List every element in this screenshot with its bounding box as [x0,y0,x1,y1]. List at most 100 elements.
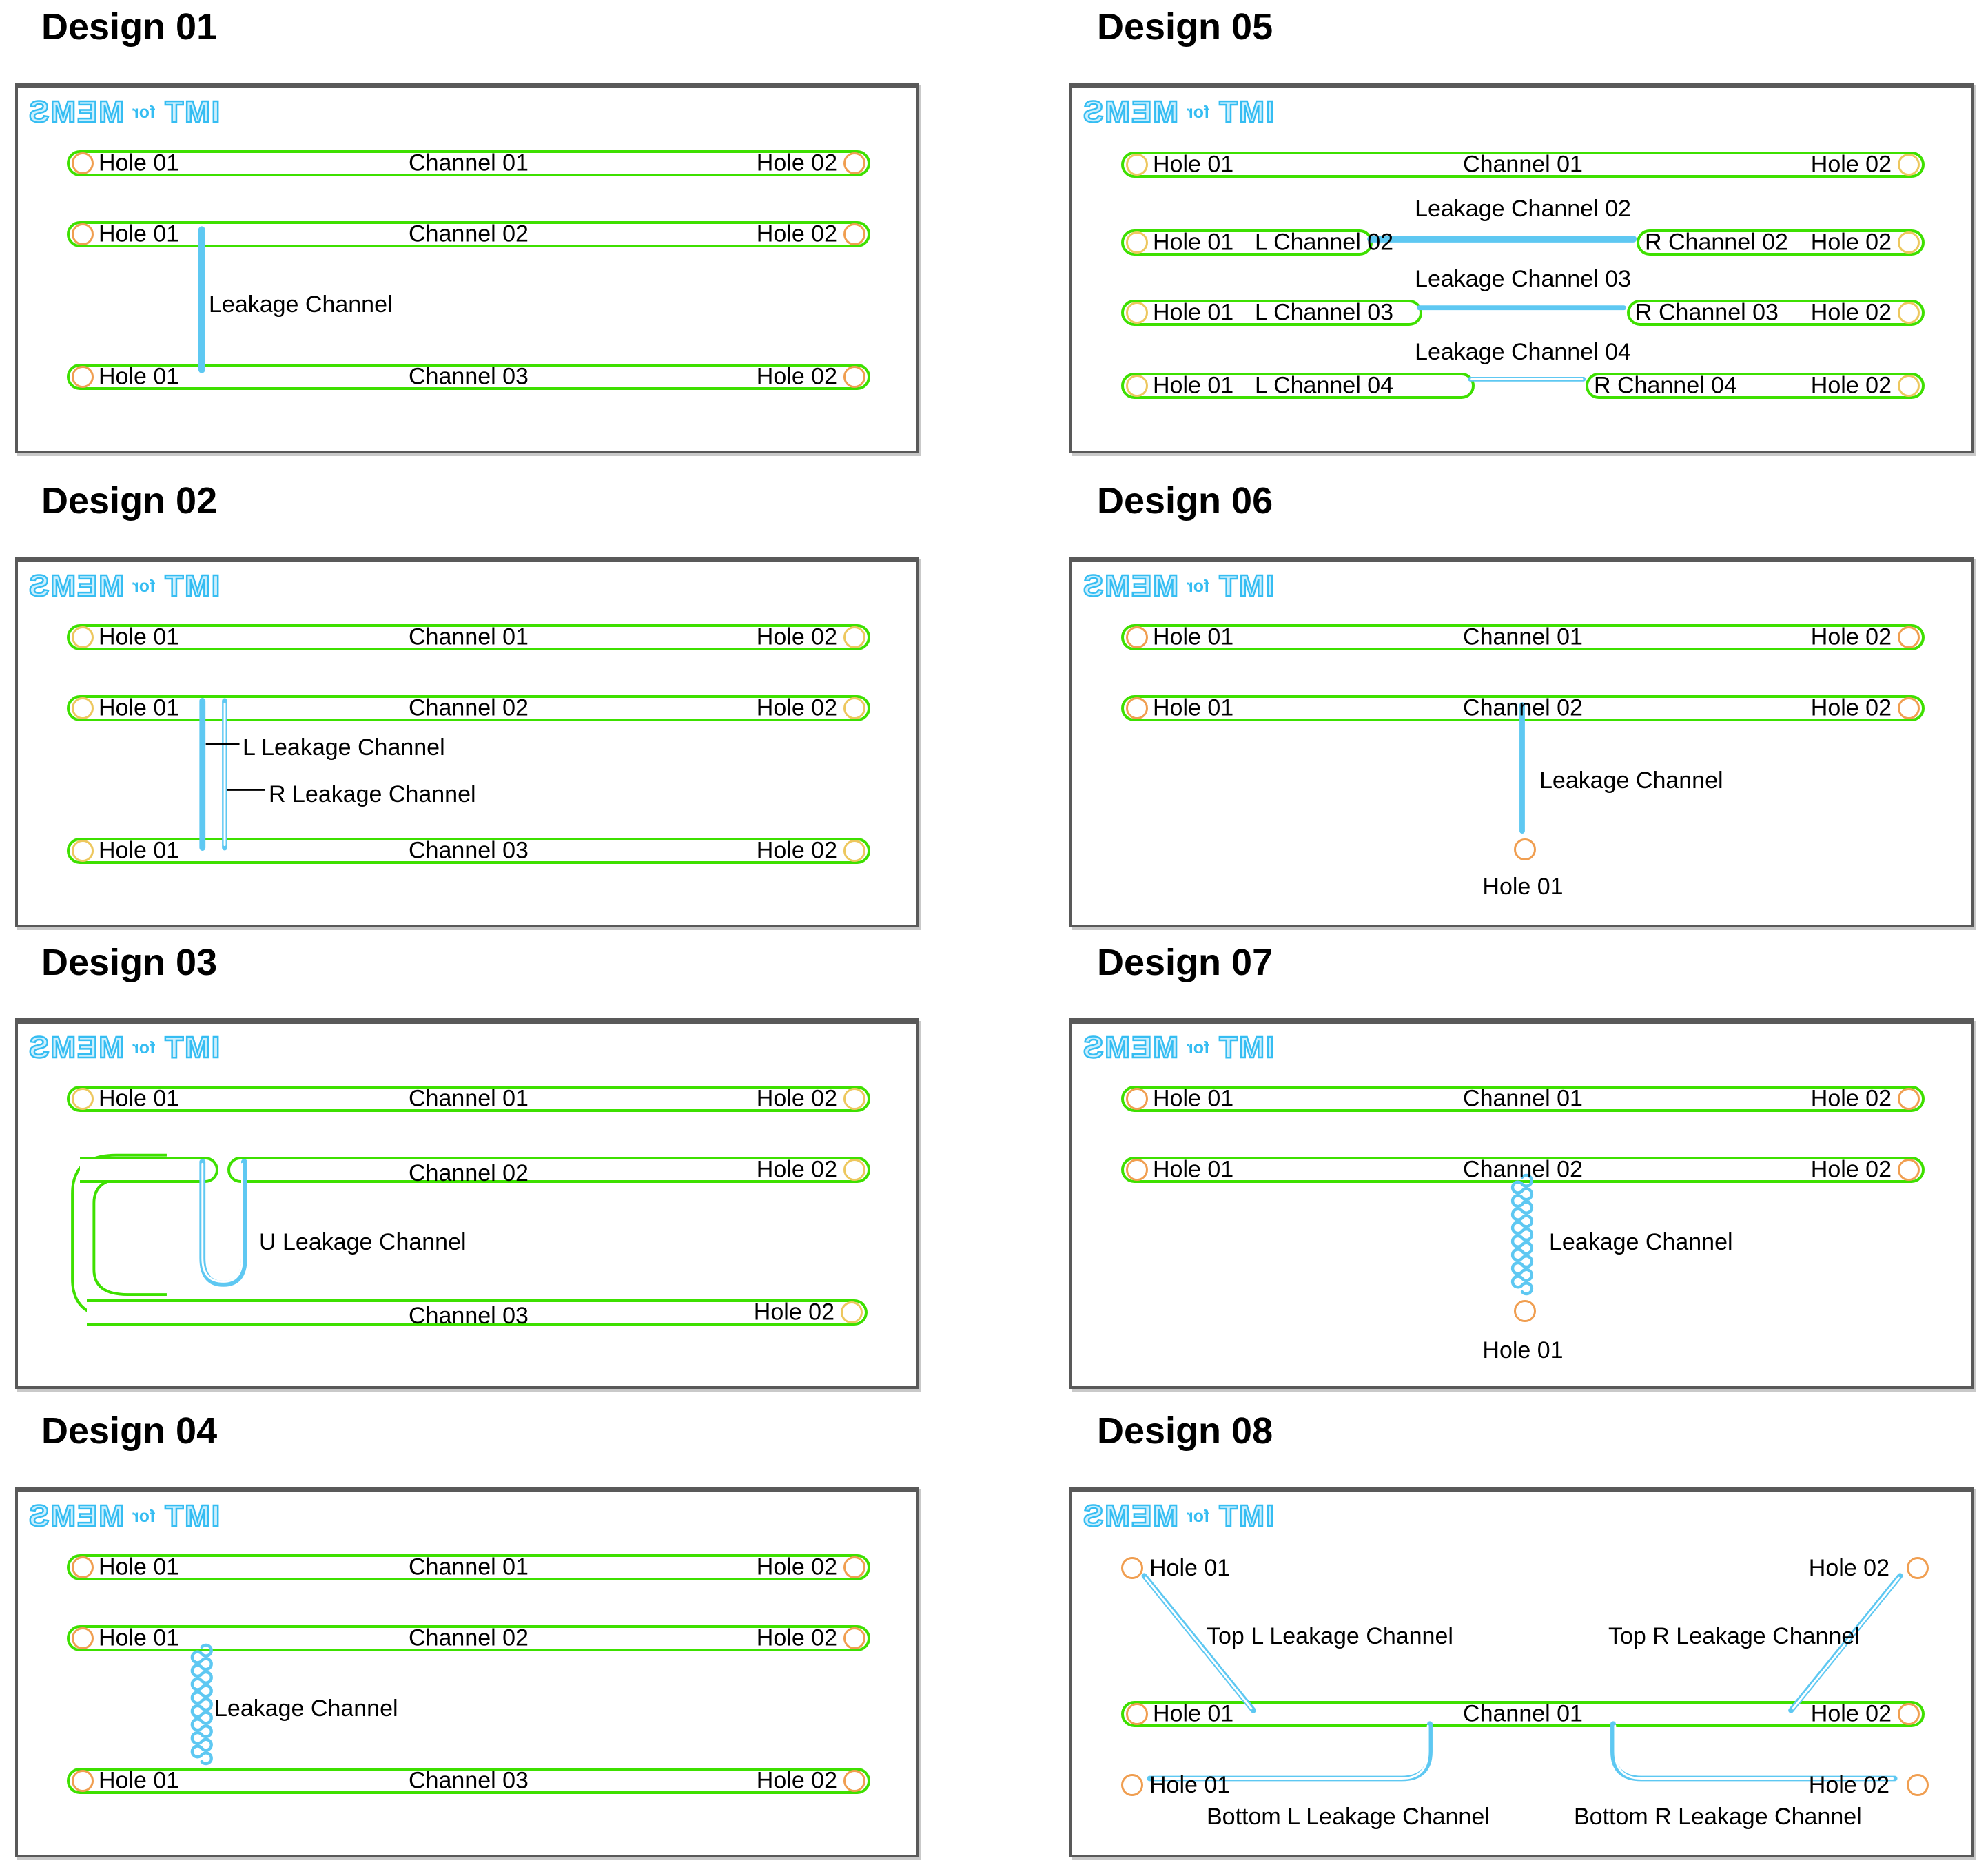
logo-word-imt: IMT [1217,94,1275,130]
logo-word-for: for [132,1038,156,1058]
hole-icon [1126,697,1148,719]
panel-design-03: IMT for MEMS Hole 01 Channel 01 Hole 02 … [15,1018,919,1389]
channel: Hole 01 Channel 01 Hole 02 [67,624,870,650]
hole-icon [841,1301,863,1323]
channel: Hole 01 Channel 01 Hole 02 [67,1554,870,1580]
hole-label: Hole 01 [1482,1337,1564,1363]
channel: Hole 01 Channel 02 Hole 02 [67,1625,870,1651]
panel-title-design-03: Design 03 [41,942,218,983]
hole-icon [1126,231,1148,254]
hole-label: Hole 02 [753,1299,834,1326]
channel-label: Channel 01 [409,149,529,176]
channel-segment [80,1157,218,1183]
leakage-channels-graphic [1141,1573,1903,1782]
logo-word-imt: IMT [1217,1498,1275,1534]
panel-title-design-05: Design 05 [1097,6,1273,48]
panel-design-07: IMT for MEMS Hole 01 Channel 01 Hole 02 … [1069,1018,1974,1389]
logo-word-mems: MEMS [27,568,125,604]
panel-title-design-01: Design 01 [41,6,218,48]
bottom-r-leakage-channel-label: Bottom R Leakage Channel [1574,1804,1862,1830]
channel: Hole 01 Channel 02 Hole 02 [67,221,870,247]
hole-icon [72,1770,94,1792]
hole-label: Hole 02 [1808,1772,1889,1798]
hole-label: Hole 01 [1149,1772,1231,1798]
wavy-leakage-channel-graphic [1510,1173,1534,1296]
leakage-channel-graphic [198,226,205,373]
logo-word-imt: IMT [163,94,221,130]
imt-for-mems-logo: IMT for MEMS [1081,1030,1275,1066]
channel-label: Channel 02 [409,1624,529,1651]
hole-label: Hole 01 [1153,151,1234,178]
hole-icon [843,152,865,174]
hole-icon [1126,154,1148,176]
u-leakage-channel-label: U Leakage Channel [259,1229,467,1255]
hole-label: Hole 02 [756,1156,837,1183]
channel: Hole 01 Channel 01 Hole 02 [1121,624,1925,650]
leakage-channel-label: Leakage Channel 03 [1415,266,1631,292]
hole-icon [72,366,94,388]
leakage-channel-graphic [1519,702,1525,834]
hole-icon [1898,1088,1920,1110]
hole-icon [1907,1557,1929,1579]
hole-label: Hole 02 [1810,623,1892,650]
channel: Hole 01 Channel 02 Hole 02 [1121,1157,1925,1183]
hole-label: Hole 02 [756,1767,837,1794]
hole-icon [1126,375,1148,397]
logo-word-for: for [1187,576,1210,596]
panel-design-08: IMT for MEMS Hole 01 Channel 01 Hole 02 … [1069,1487,1974,1857]
hole-icon [1898,302,1920,324]
hole-label: Hole 02 [1810,151,1892,178]
channel: Hole 01 Channel 01 Hole 02 [1121,1086,1925,1112]
hole-label: Hole 02 [756,694,837,721]
logo-word-imt: IMT [163,1498,221,1534]
channel: Hole 01 Channel 03 Hole 02 [67,364,870,390]
hole-label: Hole 01 [1153,694,1234,721]
hole-label: Hole 02 [1810,1700,1892,1727]
hole-label: Hole 01 [1153,299,1234,326]
channel-segment: Hole 01 L Channel 04 [1121,373,1475,399]
hole-icon [72,840,94,862]
hole-label: Hole 02 [1808,1555,1889,1581]
hole-icon [843,223,865,245]
channel-label: R Channel 02 [1645,229,1788,256]
hole-icon [1126,1088,1148,1110]
hole-icon [1121,1557,1143,1579]
hole-icon [1898,1703,1920,1725]
channel-label: Channel 03 [409,837,529,864]
hole-icon [843,1627,865,1649]
panel-title-design-08: Design 08 [1097,1410,1273,1452]
leakage-channel-label: Leakage Channel [1549,1229,1733,1255]
hole-label: Hole 01 [1153,229,1234,256]
hole-icon [1898,626,1920,648]
leakage-channel-label: Leakage Channel [209,291,393,318]
channel: Hole 01 Channel 02 Hole 02 [67,695,870,721]
channel-label: Channel 01 [409,1554,529,1580]
hole-icon [72,152,94,174]
hole-icon [1907,1774,1929,1796]
hole-icon [72,1088,94,1110]
logo-word-mems: MEMS [1081,568,1180,604]
logo-word-mems: MEMS [27,1030,125,1066]
channel-label: R Channel 03 [1635,299,1779,326]
channel-label: Channel 01 [409,623,529,650]
leakage-channel-label: Leakage Channel [214,1695,398,1722]
logo-word-for: for [1187,1038,1210,1058]
hole-icon [843,1088,865,1110]
l-leakage-channel-label: L Leakage Channel [243,734,445,761]
imt-for-mems-logo: IMT for MEMS [1081,568,1275,604]
hole-label: Hole 02 [756,623,837,650]
panel-design-04: IMT for MEMS Hole 01 Channel 01 Hole 02 … [15,1487,919,1857]
channel: Hole 01 Channel 01 Hole 02 [67,150,870,176]
hole-label: Hole 01 [99,220,180,247]
top-r-leakage-channel-label: Top R Leakage Channel [1608,1623,1860,1649]
channel-label: Channel 02 [1463,694,1583,721]
hole-label: Hole 01 [1153,1085,1234,1112]
channel: Hole 01 Channel 01 Hole 02 [1121,152,1925,178]
hole-label: Hole 02 [1810,372,1892,399]
hole-label: Hole 02 [756,149,837,176]
panel-design-02: IMT for MEMS Hole 01 Channel 01 Hole 02 … [15,557,919,927]
hole-label: Hole 01 [1153,1156,1234,1183]
hole-icon [1126,1159,1148,1181]
imt-for-mems-logo: IMT for MEMS [27,1030,221,1066]
channel: Hole 01 Channel 02 Hole 02 [1121,695,1925,721]
